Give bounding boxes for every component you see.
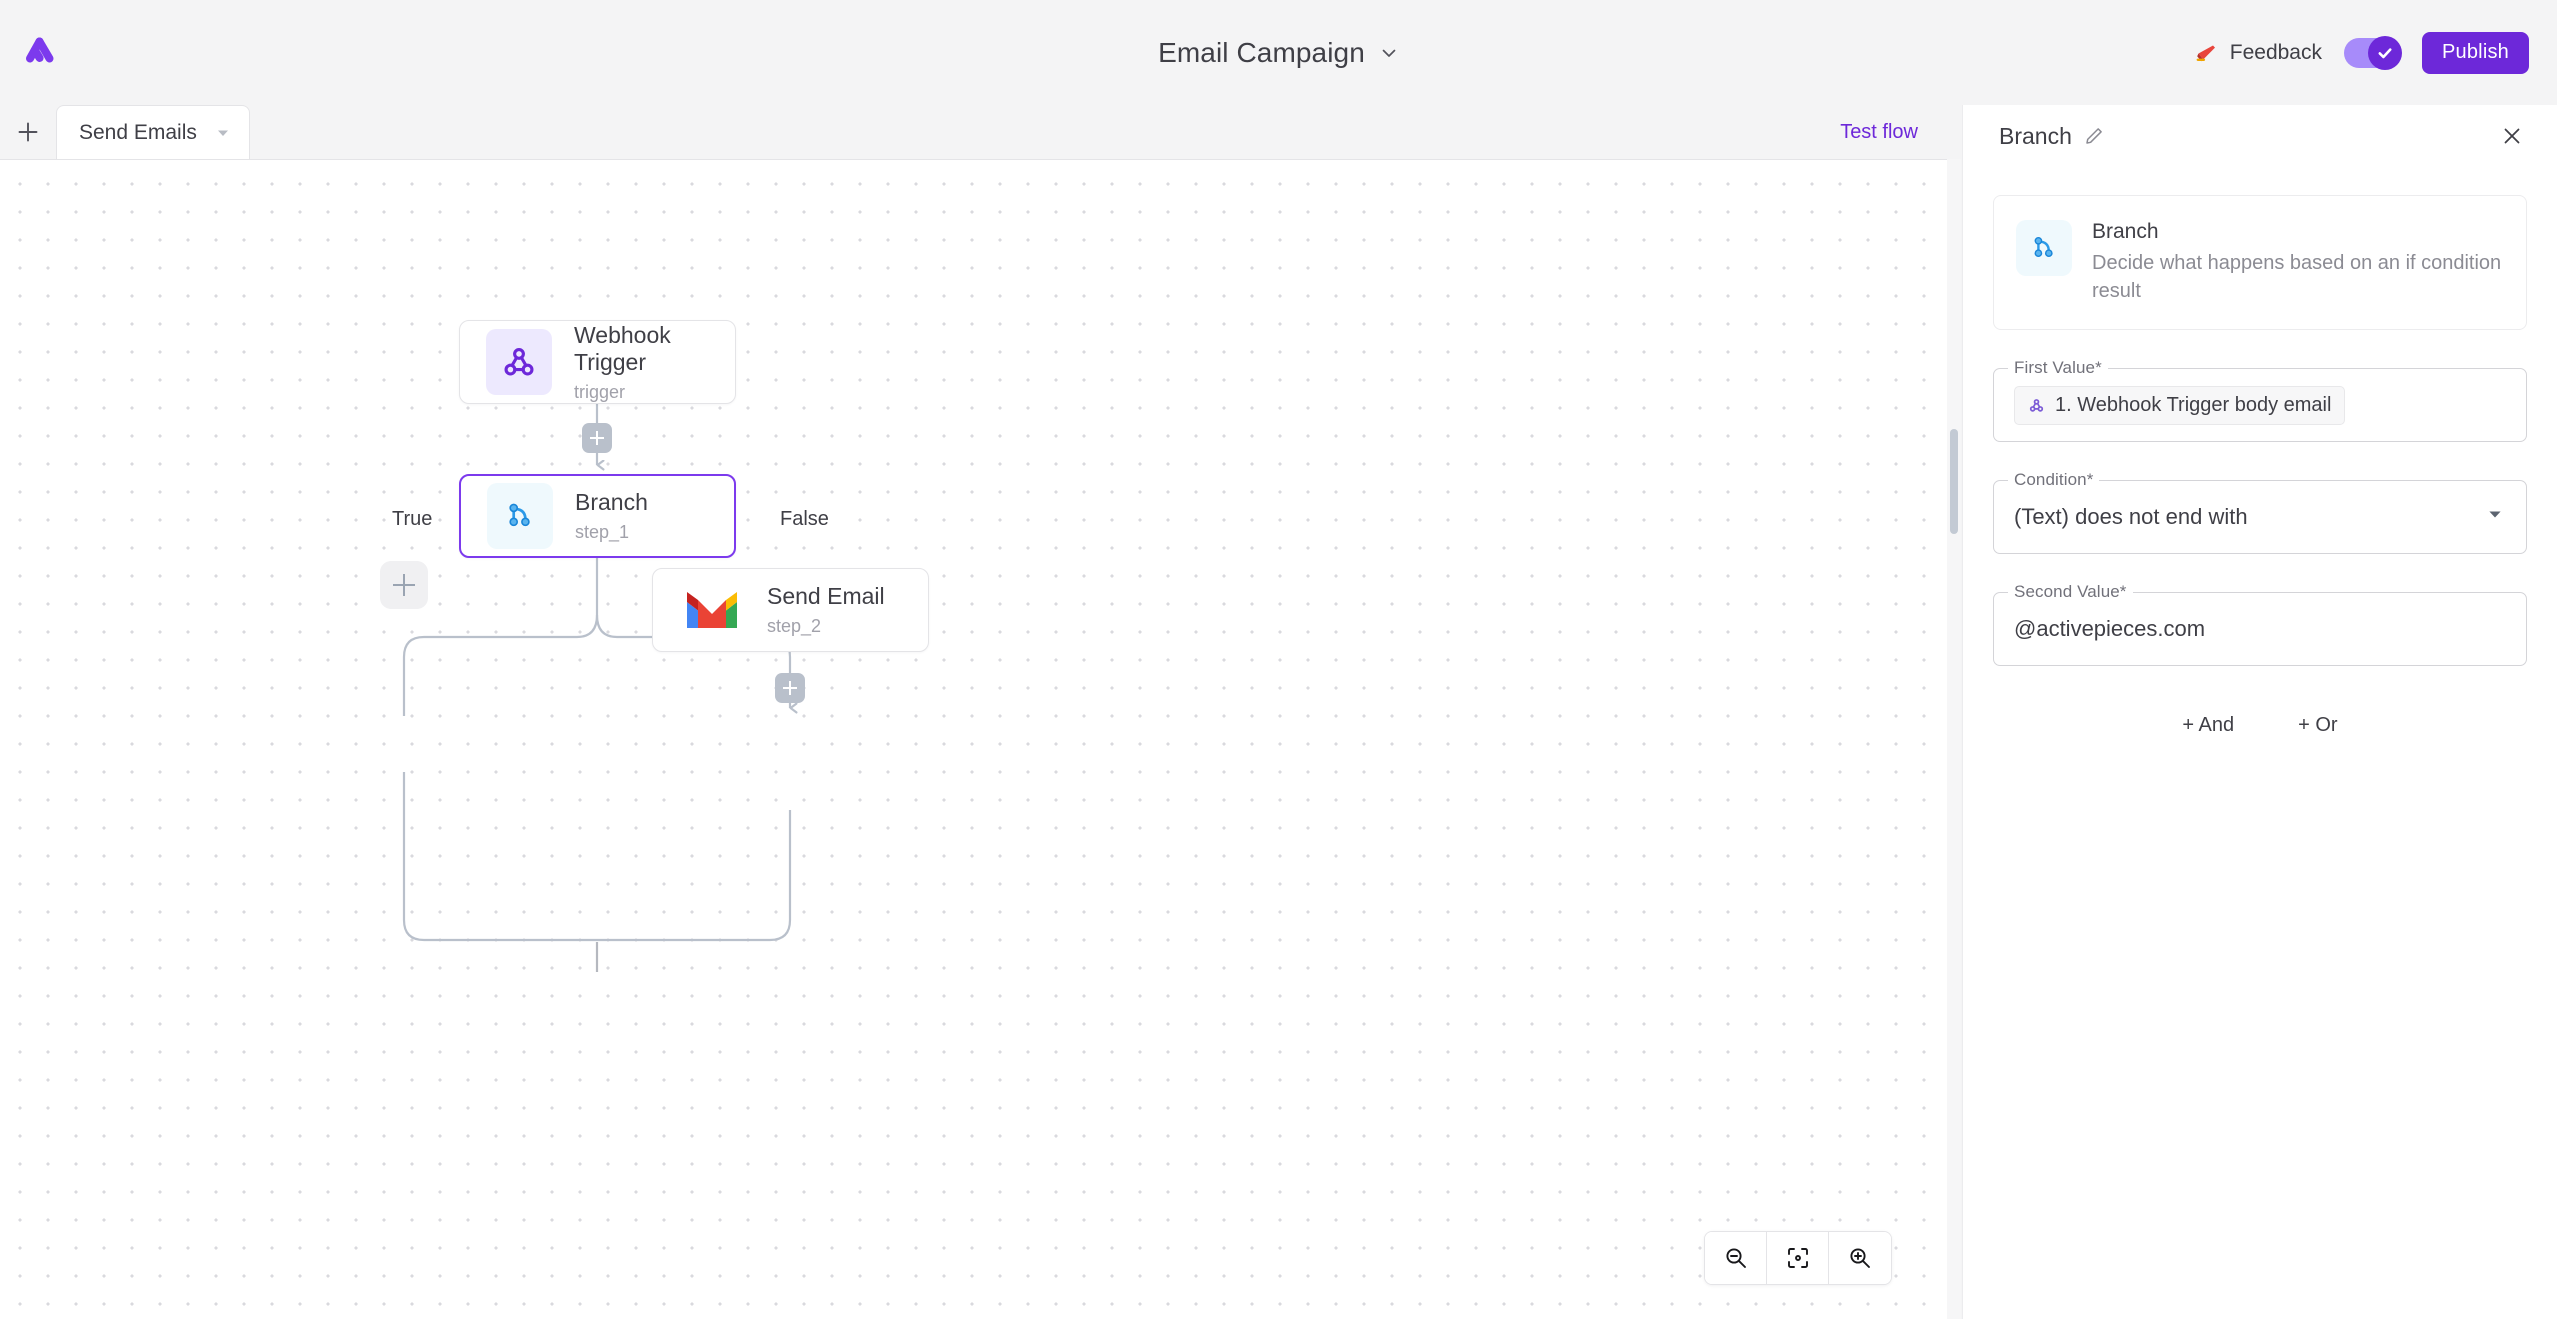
add-or-condition-button[interactable]: + Or (2290, 708, 2345, 743)
flow-title[interactable]: Email Campaign (1158, 36, 1365, 68)
branch-icon (2016, 220, 2072, 276)
tab-label: Send Emails (79, 120, 197, 144)
flow-edges (402, 403, 1948, 972)
top-bar-right: Feedback Publish (2194, 0, 2529, 105)
first-value-label: First Value* (2008, 358, 2108, 379)
tab-send-emails[interactable]: Send Emails (56, 105, 250, 159)
flow-canvas[interactable]: Webhook Trigger trigger Branch step_1 (0, 159, 1948, 1319)
second-value-input[interactable]: Second Value* @activepieces.com (1993, 582, 2527, 667)
first-value-input[interactable]: First Value* 1. Webhook Trigger body ema… (1993, 358, 2527, 443)
node-title: Send Email (767, 583, 885, 609)
webhook-icon (486, 329, 552, 395)
chip-label: 1. Webhook Trigger body email (2055, 393, 2332, 416)
node-webhook-trigger[interactable]: Webhook Trigger trigger (459, 320, 736, 404)
condition-select[interactable]: Condition* (Text) does not end with (1993, 470, 2527, 555)
node-text-group: Branch step_1 (575, 489, 648, 543)
panel-header: Branch (1963, 105, 2557, 167)
node-branch[interactable]: Branch step_1 (459, 474, 736, 558)
top-bar: Email Campaign Feedback (0, 0, 2557, 105)
piece-info-card: Branch Decide what happens based on an i… (1993, 195, 2527, 331)
toggle-knob (2368, 35, 2402, 70)
logic-buttons-row: + And + Or (1963, 708, 2557, 743)
megaphone-icon (2194, 40, 2220, 66)
top-bar-left (14, 0, 66, 105)
edge-label-true: True (386, 508, 439, 531)
zoom-out-button[interactable] (1705, 1232, 1767, 1284)
magnifier-minus-icon (1725, 1248, 1746, 1268)
check-icon (2378, 47, 2392, 58)
piece-name: Branch (2092, 220, 2159, 243)
node-text-group: Webhook Trigger trigger (574, 322, 709, 403)
panel-title: Branch (1999, 122, 2072, 149)
feedback-button[interactable]: Feedback (2194, 40, 2322, 66)
magnifier-plus-icon (1850, 1248, 1870, 1268)
add-and-condition-button[interactable]: + And (2174, 708, 2242, 743)
publish-button[interactable]: Publish (2422, 31, 2529, 74)
branch-icon (487, 483, 553, 549)
webhook-icon (2028, 397, 2045, 414)
zoom-in-button[interactable] (1829, 1232, 1891, 1284)
canvas-scrollbar[interactable] (1947, 159, 1961, 1319)
condition-value: (Text) does not end with (2014, 504, 2248, 530)
zoom-controls (1704, 1231, 1892, 1285)
piece-text-group: Branch Decide what happens based on an i… (2092, 220, 2504, 305)
add-step-true-branch[interactable] (380, 561, 428, 609)
publish-toggle[interactable] (2344, 35, 2402, 70)
condition-label: Condition* (2008, 470, 2100, 491)
activepieces-logo[interactable] (14, 27, 66, 79)
node-send-email[interactable]: Send Email step_2 (652, 568, 929, 652)
fit-to-view-button[interactable] (1767, 1232, 1829, 1284)
caret-down-icon[interactable] (2486, 506, 2504, 529)
step-settings-panel: Branch (1962, 105, 2557, 1319)
add-step-connector-1[interactable] (582, 423, 612, 453)
plus-icon (18, 122, 38, 142)
feedback-label: Feedback (2229, 40, 2322, 64)
node-subtitle: step_2 (767, 616, 822, 636)
top-bar-center: Email Campaign (0, 0, 2557, 105)
second-value-text: @activepieces.com (2014, 616, 2206, 642)
focus-frame-icon (1787, 1248, 1808, 1268)
node-subtitle: step_1 (575, 522, 630, 542)
edge-label-false: False (774, 508, 835, 531)
close-icon[interactable] (2497, 121, 2527, 151)
add-tab-button[interactable] (0, 105, 56, 159)
gmail-icon (679, 577, 745, 643)
variable-chip[interactable]: 1. Webhook Trigger body email (2014, 385, 2346, 425)
node-text-group: Send Email step_2 (767, 583, 885, 637)
add-step-connector-2[interactable] (775, 673, 805, 703)
node-subtitle: trigger (574, 381, 626, 402)
field-second-value: Second Value* @activepieces.com (1993, 582, 2527, 667)
pencil-icon[interactable] (2084, 126, 2104, 146)
field-condition: Condition* (Text) does not end with (1993, 470, 2527, 555)
caret-down-icon[interactable] (215, 125, 231, 141)
scrollbar-thumb[interactable] (1950, 429, 1958, 534)
node-title: Branch (575, 489, 648, 515)
field-first-value: First Value* 1. Webhook Trigger body ema… (1993, 358, 2527, 443)
canvas-dot-grid (0, 160, 1948, 1319)
second-value-label: Second Value* (2008, 582, 2133, 603)
chevron-down-icon[interactable] (1379, 43, 1399, 63)
node-title: Webhook Trigger (574, 321, 671, 375)
test-flow-button[interactable]: Test flow (1840, 120, 1918, 143)
tab-strip: Send Emails Test flow (0, 105, 1948, 159)
piece-description: Decide what happens based on an if condi… (2092, 252, 2502, 302)
